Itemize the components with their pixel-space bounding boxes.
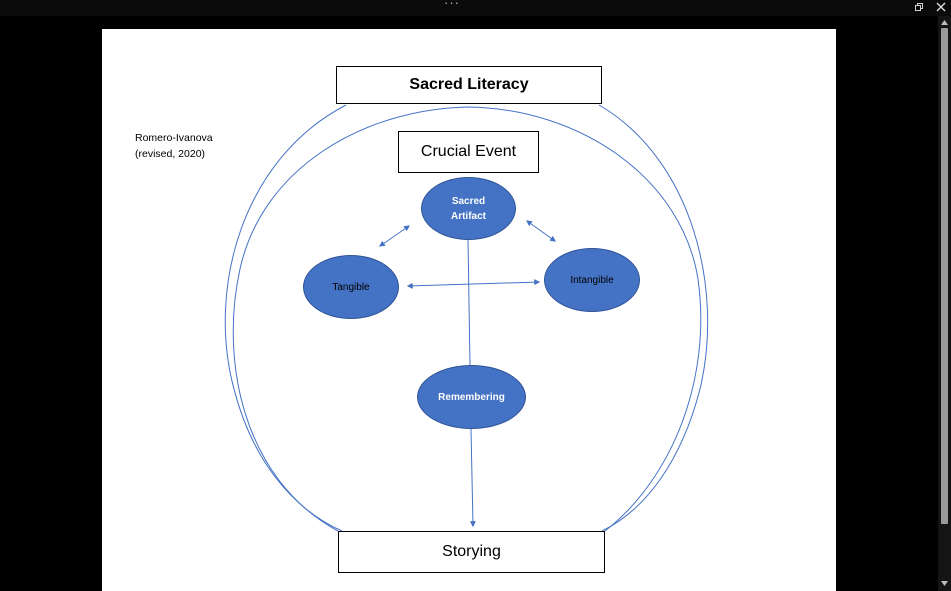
storying-box: Storying [338,531,605,573]
outer-circle-arc [598,104,709,532]
remembering-node: Remembering [417,365,526,429]
outer-circle-arc [224,104,347,532]
remembering-label: Remembering [438,391,505,403]
vertical-scrollbar[interactable] [938,16,951,591]
tangible-label: Tangible [332,281,370,293]
citation-year: (revised, 2020) [135,148,206,160]
sacred-artifact-label: Sacred Artifact [450,195,486,222]
sacred-literacy-label: Sacred Literacy [409,76,529,93]
slide-canvas: Sacred Literacy Crucial Event Storying S… [102,29,836,591]
storying-label: Storying [442,543,501,560]
scroll-up-icon[interactable] [940,18,949,27]
citation: Romero-Ivanova (revised, 2020) [135,130,213,162]
scroll-down-icon[interactable] [940,579,949,588]
scrollbar-thumb[interactable] [941,28,948,524]
remembering-to-storying-arrow [469,428,476,528]
crucial-event-box: Crucial Event [398,131,539,173]
artifact-tangible-arrow [379,225,410,247]
diagram-connectors [224,104,709,532]
artifact-to-remembering-line [467,239,471,366]
more-icon[interactable]: ··· [444,0,460,10]
intangible-node: Intangible [544,248,640,312]
tangible-intangible-arrow [406,279,541,289]
close-icon[interactable] [935,1,947,13]
sacred-literacy-box: Sacred Literacy [336,66,602,104]
sacred-artifact-node: Sacred Artifact [421,177,516,240]
inner-circle [232,106,702,532]
intangible-label: Intangible [570,274,614,286]
crucial-event-label: Crucial Event [420,143,517,160]
artifact-intangible-arrow [526,220,556,242]
restore-window-icon[interactable] [915,3,923,11]
tangible-node: Tangible [303,255,399,319]
window-titlebar: ··· [0,0,951,16]
citation-author: Romero-Ivanova [135,132,213,144]
